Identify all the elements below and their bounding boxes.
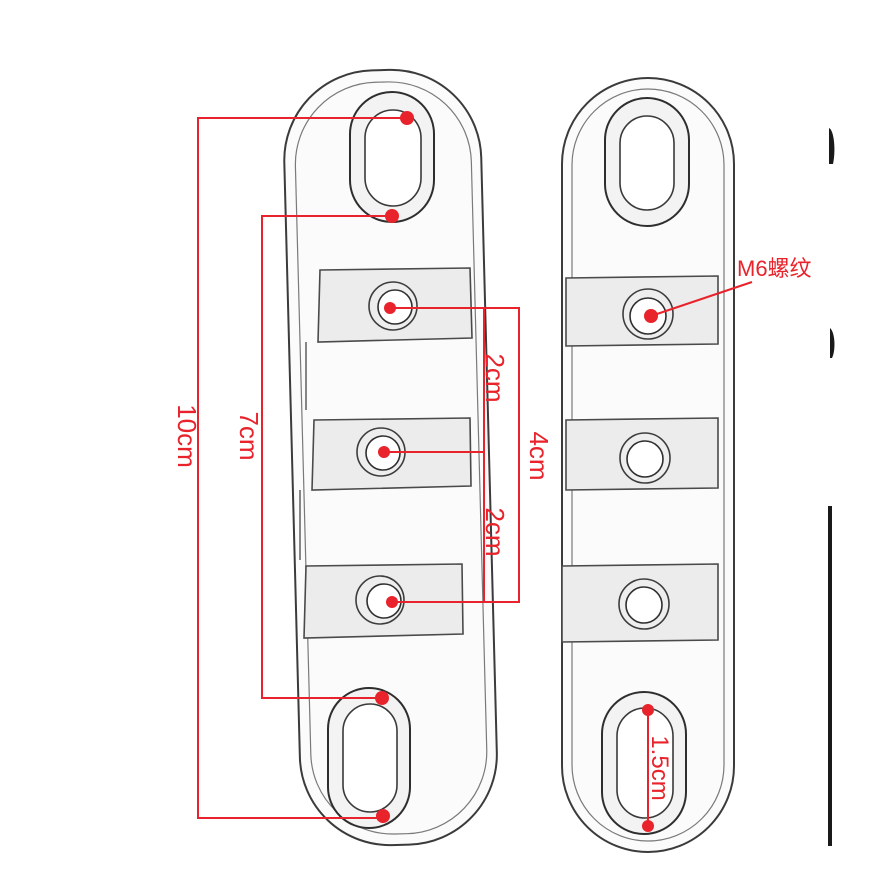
dimension-label-1.5cm: 1.5cm (646, 735, 673, 800)
dimension-label-4cm: 4cm (524, 431, 554, 480)
dimension-label-2cm-upper: 2cm (480, 353, 510, 402)
dimension-10cm: 10cm (172, 111, 414, 823)
callout-m6-thread: M6螺纹 (644, 256, 812, 323)
dimension-label-7cm: 7cm (234, 411, 264, 460)
left-plate (283, 68, 498, 847)
adjacent-plate-edge (828, 128, 835, 846)
dimension-label-2cm-lower: 2cm (480, 507, 510, 556)
dimension-hole-pitch: 2cm 2cm (378, 302, 510, 608)
dimension-4cm: 4cm (484, 307, 554, 603)
right-plate (561, 77, 735, 853)
dimension-label-10cm: 10cm (172, 404, 202, 468)
right-hole-3 (625, 586, 663, 624)
right-hole-2 (626, 440, 664, 478)
dimension-1.5cm: 1.5cm (642, 704, 673, 832)
thread-callout-label: M6螺纹 (737, 256, 812, 281)
dimension-7cm: 7cm (234, 209, 399, 705)
